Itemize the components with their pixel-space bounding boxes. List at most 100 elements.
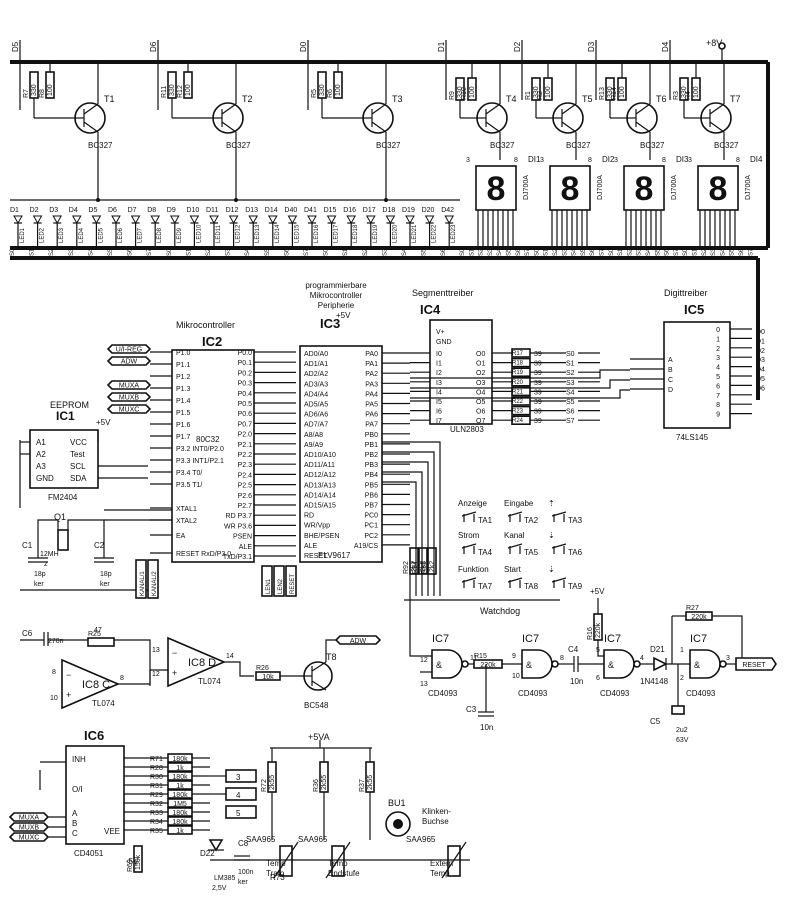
label: AD15/A15 [304,503,336,510]
led-label: LED3 [59,227,65,243]
opamp-ref: IC8 C [82,679,110,691]
net-label: D3 [756,357,765,364]
transistor-type: BC327 [490,141,515,150]
label: PB1 [365,442,378,449]
label: RESET [304,553,328,560]
label: C [72,829,78,838]
segment-net: S3 [69,248,75,256]
led-icon [307,215,317,225]
led-icon [91,215,102,225]
label: 180k [172,792,188,799]
label: MUXA [19,815,40,822]
led-icon [424,215,435,225]
ic-part: CD4051 [74,849,104,858]
sensor-label: Temp [430,869,450,878]
ic2-body [171,349,255,563]
label: R22 [512,399,524,405]
led-ref: D1 [10,207,19,214]
key-label: Funktion [458,565,489,574]
label: BC548 [304,701,329,710]
label: AD14/A14 [304,492,336,499]
label: I3 [436,380,442,387]
label: P2.3 [238,462,253,469]
label: MUXB [19,825,40,832]
segment-net: S7 [566,418,575,425]
label: KANAL/1 [140,571,146,596]
label: P1.5 [176,410,191,417]
segment-net: S1 [343,248,349,256]
label: WR P3.6 [224,523,252,530]
label: R8 [39,89,46,98]
label: 2k2 [420,561,427,572]
label: R34 [150,819,163,826]
led-ref: D15 [324,207,337,214]
key-label: Anzeige [458,499,487,508]
net-flag [106,392,152,402]
ic-part: ULN2803 [450,425,484,434]
vcc5-label: +5V [96,418,111,427]
label: R33 [150,810,163,817]
label: 39 [534,399,542,406]
key-ref: TA3 [568,516,583,525]
label: A8/A8 [304,432,323,439]
ic-ref: IC5 [684,302,704,317]
junction-dot [384,198,388,202]
label: MUXB [119,395,140,402]
transistor-ref: T2 [242,94,253,104]
display-type: DJ700A [745,175,752,200]
led-label: LED20 [392,224,398,243]
label: 1M5 [173,801,187,808]
led-icon [13,215,23,225]
connector-flag [147,559,159,599]
led-label: LED17 [334,224,340,243]
led-icon [444,215,455,225]
gate-part: CD4093 [686,689,716,698]
key-ref: TA4 [478,548,493,557]
label: LM385 [214,875,236,882]
segment-net: S6 [665,248,671,256]
gate-ref: IC7 [522,633,539,645]
label: R9 [449,91,456,100]
segment-net: S5 [265,248,271,256]
label: R15 [474,653,487,660]
label: AD7/A7 [304,422,328,429]
segment-net: S0 [324,248,330,256]
sensor-label: Trafo [266,869,285,878]
segment-net: S4 [720,248,726,256]
led-ref: D20 [422,207,435,214]
label: 3 [688,157,692,164]
label: PA6 [365,412,378,419]
net-flag [106,404,152,414]
ic-title: Mikrocontroller [310,291,363,300]
vcc-label: +8V [706,38,722,48]
led-ref: D2 [30,207,39,214]
net-label: D5 [756,376,765,383]
led-label: LED4 [79,227,85,243]
transistor-type: BC327 [88,141,113,150]
led-label: LED7 [138,227,144,243]
led-icon [287,215,298,225]
label: 39 [534,370,542,377]
label: R72 [261,779,268,792]
label: C8 [238,839,249,848]
led-ref: D19 [402,207,415,214]
transistor-ref: T6 [656,94,667,104]
led-ref: D14 [265,207,278,214]
ic5-digit-driver: DigittreiberIC5ABCD0123456789D0D1D2D3D4D… [410,288,765,442]
label: 1 [680,647,684,654]
label: 180k [172,819,188,826]
label: P2.0 [238,432,253,439]
net-label: D2 [756,348,765,355]
ic-ref: IC6 [84,728,104,743]
led-ref: D42 [441,207,454,214]
label: 9 [716,412,720,419]
led-ref: D8 [147,207,156,214]
label: PA4 [365,391,378,398]
transistor-type: BC327 [714,141,739,150]
label: 100 [545,86,552,98]
led-label: LED8 [157,227,163,243]
label: P1.1 [176,362,191,369]
